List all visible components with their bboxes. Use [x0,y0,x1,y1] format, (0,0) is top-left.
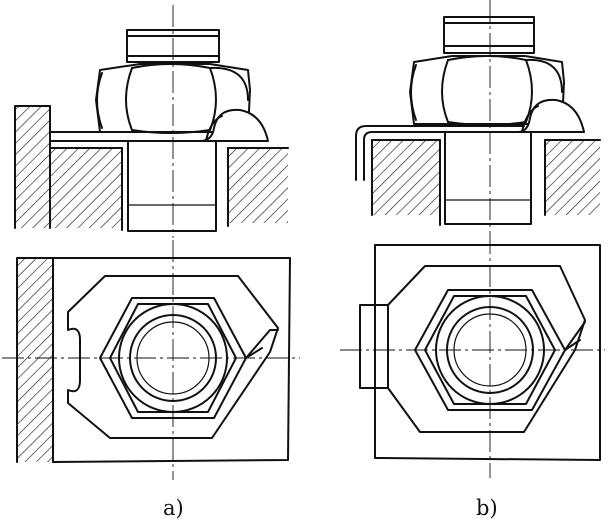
base-right-a [228,148,288,223]
lock-plate-b [355,125,525,181]
base-plate-plan-a [52,257,291,463]
figure-a-plan [2,240,300,480]
base-left-a [50,148,122,228]
wall-hatching-a [15,106,50,228]
caption-b: b) [476,496,498,520]
wall-plan-a [17,258,53,462]
lock-plate-plan-a [67,275,279,439]
caption-a: a) [163,496,184,520]
lock-plate-a [49,131,216,142]
bolt-shank-a [127,140,217,232]
base-right-b [545,140,600,215]
figure-a-section [14,5,289,238]
lock-plate-plan-b [387,265,586,433]
bent-tab-a [199,108,269,142]
figure-b-section [355,0,601,232]
bolt-shank-b [444,131,532,225]
figure-b-plan [340,232,605,478]
base-left-b [372,140,440,215]
